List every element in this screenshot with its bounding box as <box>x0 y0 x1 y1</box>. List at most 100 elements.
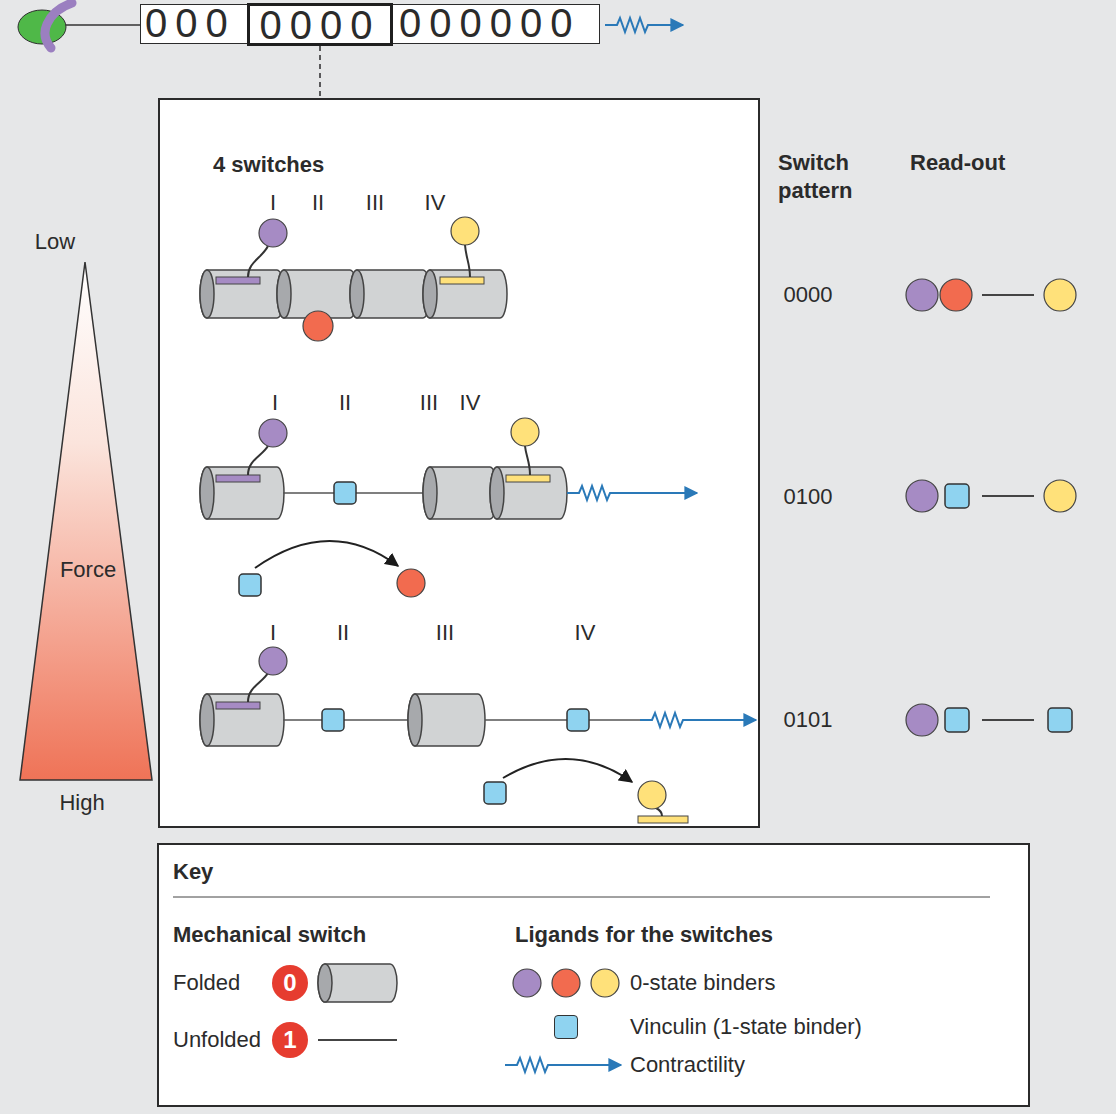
ligand-stalk <box>525 446 530 475</box>
box-heading: 4 switches <box>213 151 324 179</box>
switch-face <box>423 270 437 318</box>
legend-label: Folded <box>173 969 240 997</box>
switch-number: IV <box>575 619 596 647</box>
switch-number: I <box>270 189 276 217</box>
binary-digits: 0000 <box>260 6 381 43</box>
binder-sample <box>552 969 580 997</box>
key-rule <box>173 897 990 898</box>
bar-fill <box>140 4 600 44</box>
folded-switch <box>200 694 284 746</box>
switch-face <box>200 467 214 519</box>
contractility-sample <box>505 1058 621 1072</box>
switch-number: III <box>420 389 438 417</box>
binding-strip <box>638 816 688 823</box>
ligand-stalk <box>248 246 268 277</box>
binder-sample <box>591 969 619 997</box>
switch-face <box>277 270 291 318</box>
readout-dash <box>982 294 1034 296</box>
switch-number: I <box>270 619 276 647</box>
switch-pattern: 0100 <box>784 483 833 511</box>
dashed-connector <box>319 46 321 98</box>
switch-number: III <box>436 619 454 647</box>
switch-face <box>200 694 214 746</box>
legend-label: Vinculin (1-state binder) <box>630 1013 862 1041</box>
key-subheading: Ligands for the switches <box>515 921 773 949</box>
readout-red <box>940 279 972 311</box>
legend-label: Contractility <box>630 1051 745 1079</box>
yellow-binder <box>511 418 539 446</box>
binding-strip <box>440 277 484 284</box>
readout-yellow <box>1044 279 1076 311</box>
panel-fill <box>158 98 760 828</box>
readout-vinculin <box>945 484 969 508</box>
unfolded-switch <box>485 719 640 721</box>
key-box: 0 1 Key <box>157 843 1030 1107</box>
force-label: Force <box>60 556 116 584</box>
binder-sample <box>513 969 541 997</box>
vinculin <box>484 782 506 804</box>
folded-switch <box>350 270 430 318</box>
binding-strip <box>216 475 260 482</box>
folded-switch <box>408 694 485 746</box>
switch-pattern: 0000 <box>784 281 833 309</box>
binding-strip <box>216 277 260 284</box>
switch-face <box>318 964 332 1002</box>
switch-face <box>408 694 422 746</box>
readout-dash <box>982 495 1034 497</box>
ligand-stalk <box>248 446 268 475</box>
vinculin <box>239 574 261 596</box>
legend-swatch <box>554 1015 578 1039</box>
state-digit: 1 <box>283 1026 296 1054</box>
binding-strip <box>506 475 550 482</box>
column-heading: Read-out <box>910 149 1005 177</box>
legend-label: 0-state binders <box>630 969 776 997</box>
folded-switch <box>423 467 497 519</box>
readout-purple <box>906 704 938 736</box>
box-heading: Key <box>173 858 213 886</box>
state-digit: 0 <box>283 969 296 997</box>
binary-digits: 000 <box>145 5 236 42</box>
vinculin <box>334 482 356 504</box>
yellow-binder <box>638 781 666 809</box>
switch-number: II <box>337 619 349 647</box>
vinculin <box>322 709 344 731</box>
key-subheading: Mechanical switch <box>173 921 366 949</box>
unfolded-switch <box>283 719 409 721</box>
binding-strip <box>216 702 260 709</box>
purple-binder <box>259 219 287 247</box>
purple-binder <box>259 419 287 447</box>
readout-purple <box>906 480 938 512</box>
key-fill <box>157 843 1030 1107</box>
purple-binder <box>259 647 287 675</box>
yellow-binder <box>451 217 479 245</box>
switch-number: III <box>366 189 384 217</box>
displacement-arrow <box>255 541 398 568</box>
talin-head-icon <box>45 3 72 48</box>
vinculin <box>567 709 589 731</box>
column-heading: Switch pattern <box>778 149 878 205</box>
switch-face <box>490 467 504 519</box>
readout-dash <box>982 719 1034 721</box>
contractility-spring <box>605 18 683 32</box>
legend-label: Unfolded <box>173 1026 261 1054</box>
unfolded-sample <box>318 1039 397 1041</box>
ligand-stalk <box>248 673 268 702</box>
ligand-stalk <box>656 808 662 816</box>
switch-face <box>423 467 437 519</box>
readout-vinculin <box>1048 708 1072 732</box>
folded-switch <box>423 270 507 318</box>
switch-panel: 4 switches <box>158 98 760 828</box>
readout-vinculin <box>945 708 969 732</box>
folded-sample <box>318 964 397 1002</box>
switch-number: IV <box>460 389 481 417</box>
readout-purple <box>906 279 938 311</box>
linker-line <box>62 24 140 26</box>
ligand-stalk <box>465 245 470 277</box>
selected-module-box: 0000 <box>247 3 393 46</box>
switch-pattern: 0101 <box>784 706 833 734</box>
switch-number: II <box>312 189 324 217</box>
switch-number: IV <box>425 189 446 217</box>
displacement-arrow <box>503 759 632 782</box>
state-badge: 0 <box>272 965 308 1001</box>
